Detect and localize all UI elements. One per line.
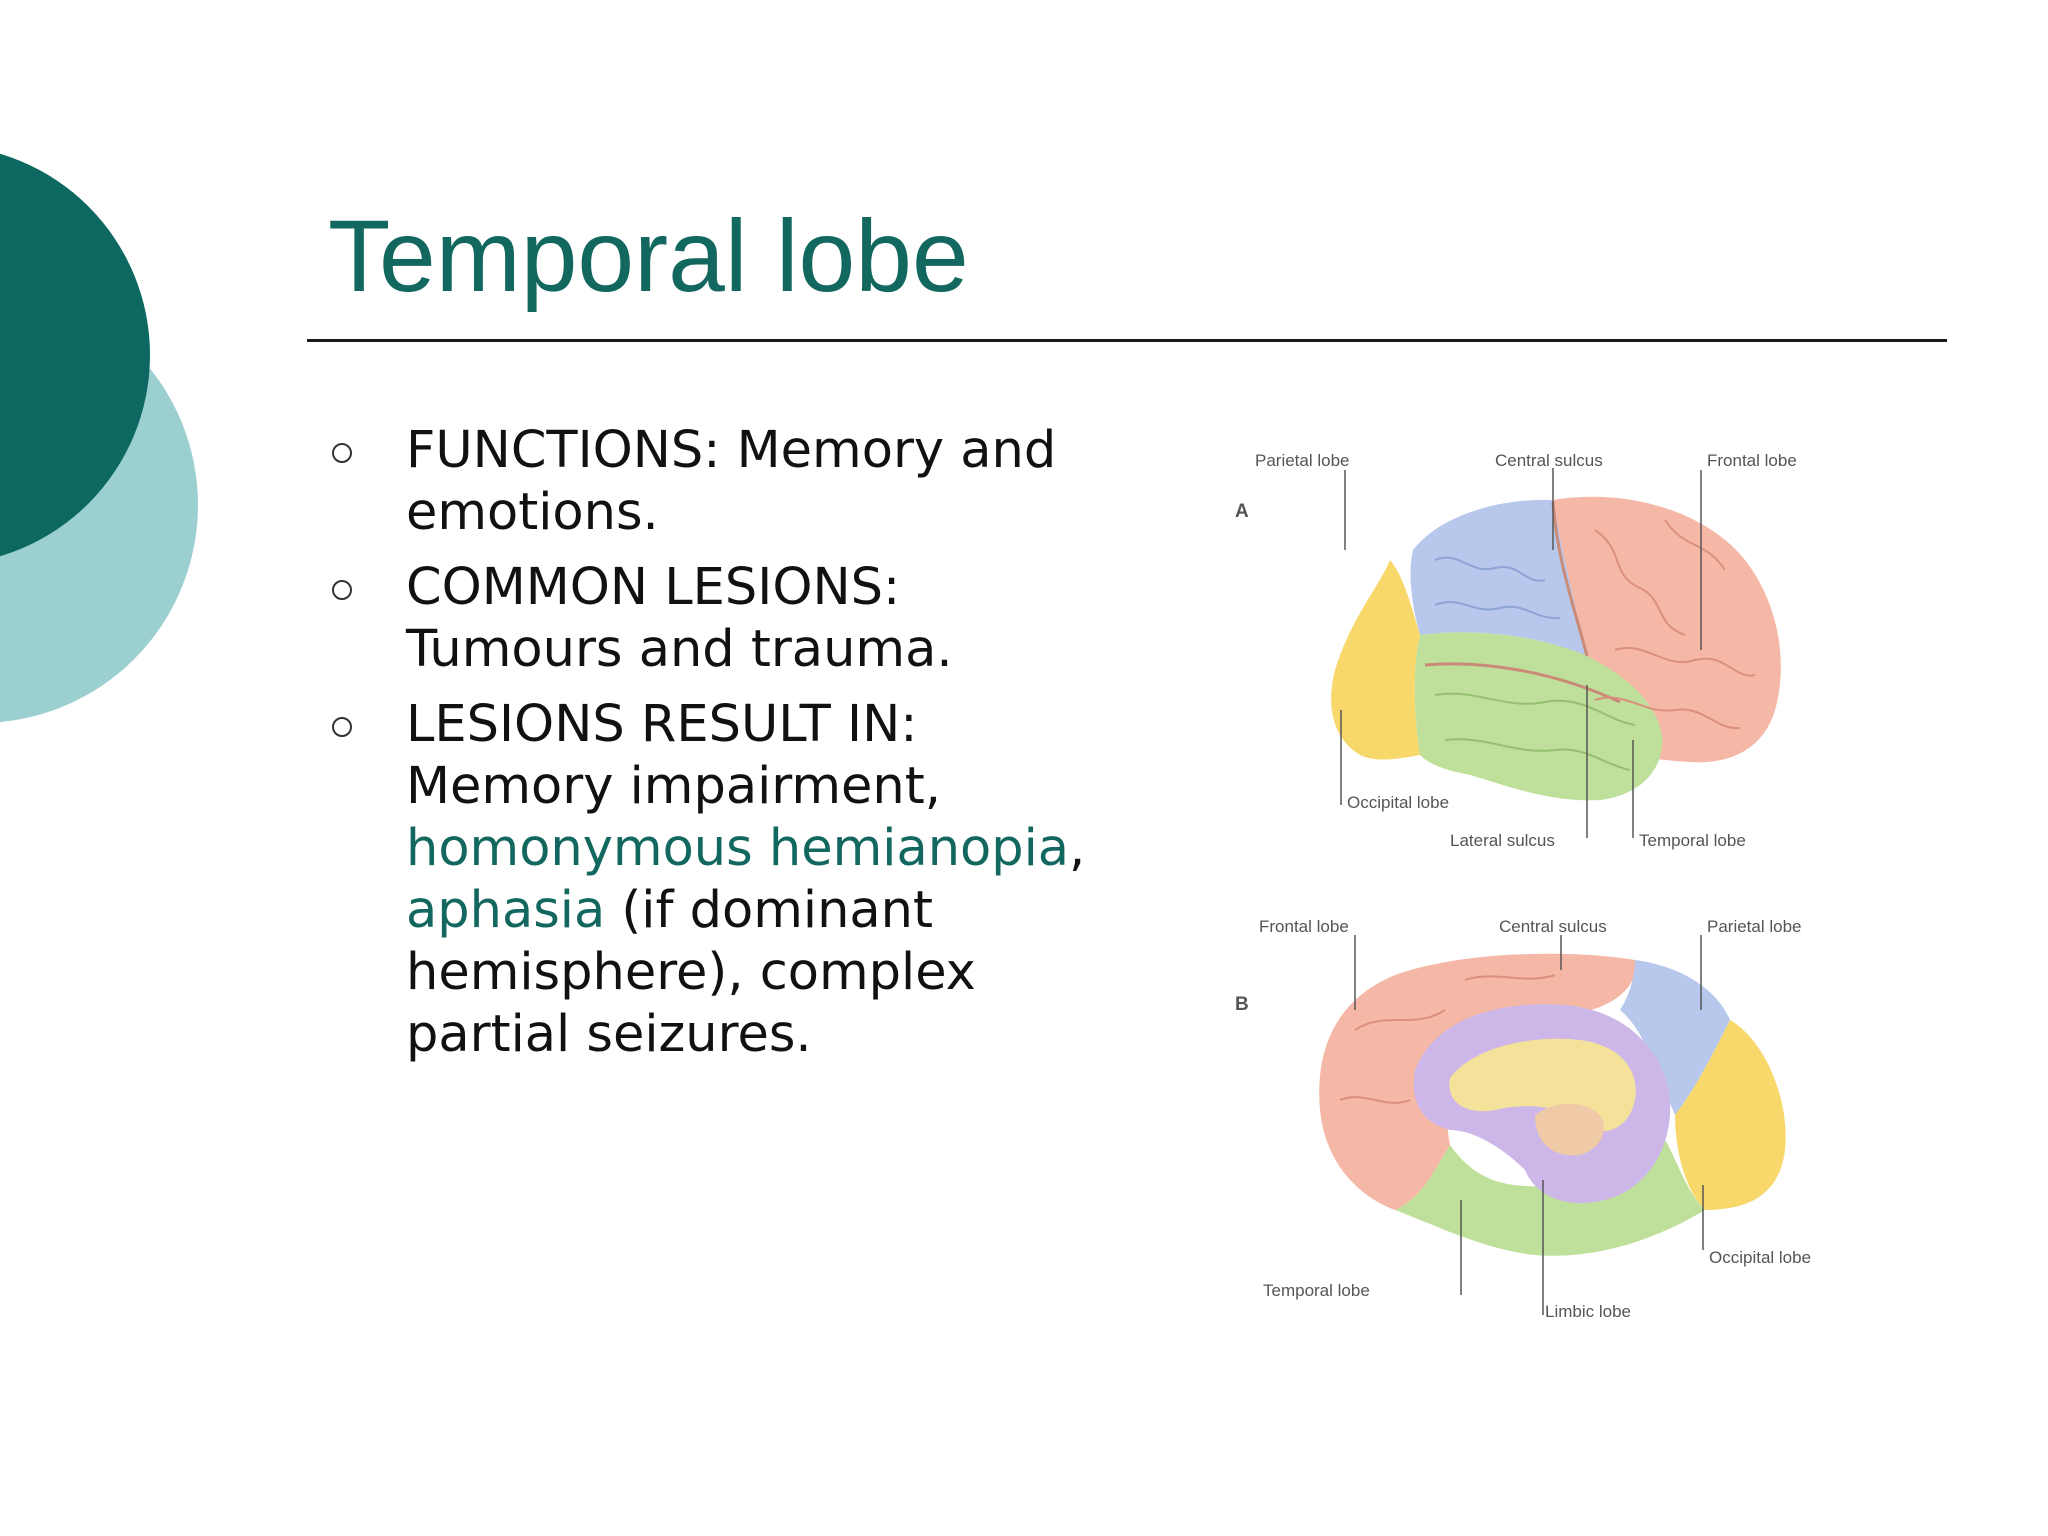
label-temporal-lobe: Temporal lobe xyxy=(1639,831,1746,850)
bullet-text-segment: , xyxy=(1069,819,1086,878)
bullet-list: FUNCTIONS: Memory and emotions. COMMON L… xyxy=(322,420,1122,1079)
brain-lobes-figure: A Parietal lobe Central sulcus Frontal l… xyxy=(1235,451,1811,1321)
central-sulcus-line xyxy=(1551,501,1589,657)
label-occipital-lobe: Occipital lobe xyxy=(1347,793,1449,812)
panel-a-letter: A xyxy=(1235,501,1249,522)
panel-b-medial-view: B Frontal lobe Central sulcus Parietal l… xyxy=(1235,917,1811,1321)
label-frontal-lobe: Frontal lobe xyxy=(1259,917,1349,936)
label-central-sulcus: Central sulcus xyxy=(1499,917,1607,936)
frontal-gyri xyxy=(1339,974,1556,1104)
lateral-sulcus-line xyxy=(1424,662,1621,704)
thalamus-region xyxy=(1535,1103,1604,1156)
parietal-lobe-region xyxy=(1620,960,1730,1115)
circle-bullet-icon xyxy=(332,443,352,463)
bullet-functions: FUNCTIONS: Memory and emotions. xyxy=(322,420,1122,544)
panel-a-lateral-view: A Parietal lobe Central sulcus Frontal l… xyxy=(1235,451,1797,850)
bullet-text: COMMON LESIONS: Tumours and trauma. xyxy=(406,558,953,679)
panel-b-leader-lines xyxy=(1354,935,1704,1315)
occipital-lobe-region xyxy=(1675,1020,1786,1210)
temporal-gyri xyxy=(1434,692,1636,771)
label-limbic-lobe: Limbic lobe xyxy=(1545,1302,1631,1321)
bullet-text-segment: (if dominant hemisphere), complex partia… xyxy=(406,881,976,1064)
label-parietal-lobe: Parietal lobe xyxy=(1707,917,1802,936)
label-central-sulcus: Central sulcus xyxy=(1495,451,1603,470)
occipital-lobe-region xyxy=(1331,560,1420,760)
slide-title: Temporal lobe xyxy=(328,199,969,313)
bullet-common-lesions: COMMON LESIONS: Tumours and trauma. xyxy=(322,557,1122,681)
label-temporal-lobe: Temporal lobe xyxy=(1263,1281,1370,1300)
circle-bullet-icon xyxy=(332,717,352,737)
label-occipital-lobe: Occipital lobe xyxy=(1709,1248,1811,1267)
bullet-text-segment: LESIONS RESULT IN: Memory impairment, xyxy=(406,695,941,816)
decorative-circles xyxy=(0,153,198,723)
label-frontal-lobe: Frontal lobe xyxy=(1707,451,1797,470)
dark-teal-circle xyxy=(0,153,150,557)
link-homonymous-hemianopia[interactable]: homonymous hemianopia xyxy=(406,819,1070,878)
frontal-gyri xyxy=(1594,519,1756,730)
link-aphasia[interactable]: aphasia xyxy=(406,881,606,940)
parietal-gyri xyxy=(1434,556,1561,620)
panel-a-leader-lines xyxy=(1340,468,1702,838)
panel-b-letter: B xyxy=(1235,994,1249,1015)
label-parietal-lobe: Parietal lobe xyxy=(1255,451,1350,470)
title-divider xyxy=(307,339,1947,342)
circle-bullet-icon xyxy=(332,580,352,600)
frontal-lobe-region xyxy=(1319,953,1636,1210)
bullet-text: FUNCTIONS: Memory and emotions. xyxy=(406,421,1057,542)
bullet-lesions-result: LESIONS RESULT IN: Memory impairment, ho… xyxy=(322,694,1122,1066)
label-lateral-sulcus: Lateral sulcus xyxy=(1450,831,1555,850)
